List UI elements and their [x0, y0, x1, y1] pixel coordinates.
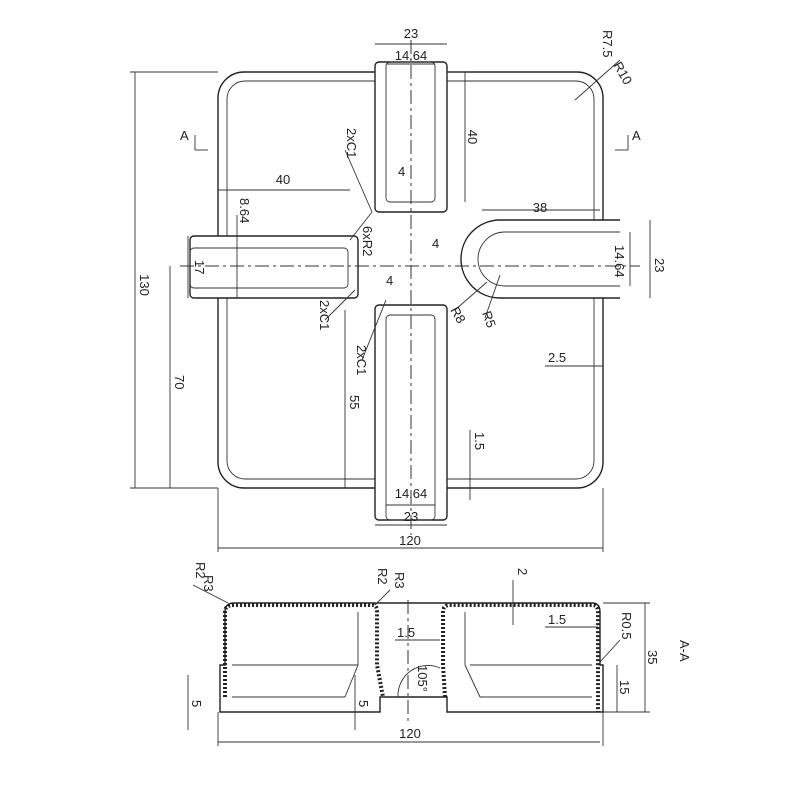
dim-right-slot: 14.64	[612, 245, 627, 278]
label-chamfer-bottom: 2xC1	[354, 345, 369, 375]
dim-left-40: 40	[276, 172, 290, 187]
label-r10: R10	[610, 59, 635, 87]
dim-8-64: 8.64	[237, 198, 252, 223]
section-mark-left: A	[180, 128, 189, 143]
dim-top-slot-length: 40	[465, 130, 480, 144]
dim-55: 55	[347, 395, 362, 409]
dim-right-38: 38	[533, 200, 547, 215]
dim-width-120: 120	[399, 533, 421, 548]
dim-step-15: 15	[617, 680, 632, 694]
label-r3-mid: R3	[392, 572, 407, 589]
dim-70: 70	[172, 375, 187, 389]
left-slot	[189, 235, 359, 299]
section-outline	[219, 602, 604, 713]
dim-bottom-width: 23	[404, 509, 418, 524]
dim-gap-bottom: 4	[386, 273, 393, 288]
section-view: R2 R3 R2 R3 2 1.5 1.5 R0.5 35 15 105° 5 …	[187, 562, 692, 746]
dim-angle-105: 105°	[415, 665, 430, 692]
dim-17: 17	[192, 260, 207, 274]
dim-height-35: 35	[645, 650, 660, 664]
section-wall-left	[223, 603, 385, 698]
dim-wall-1-5: 1.5	[472, 432, 487, 450]
label-chamfer-left: 2xC1	[317, 300, 332, 330]
dim-gap-right: 4	[432, 236, 439, 251]
dim-bottom-slot: 14.64	[395, 486, 428, 501]
section-wall-right	[441, 603, 600, 712]
dim-gap-top: 4	[398, 164, 405, 179]
section-inner-lines	[187, 580, 650, 746]
dim-top-width: 23	[404, 26, 418, 41]
dim-foot-left: 5	[189, 700, 204, 707]
dim-wall-mid: 1.5	[397, 625, 415, 640]
section-title: A-A	[677, 640, 692, 662]
dim-top-slot: 14.64	[395, 48, 428, 63]
label-r8: R8	[447, 304, 468, 326]
label-r3-left: R3	[201, 575, 216, 592]
right-slot	[460, 219, 620, 299]
label-6xr2: 6xR2	[360, 226, 375, 256]
label-r2-left: R2	[193, 562, 208, 579]
label-chamfer-top: 2xC1	[344, 128, 359, 158]
label-r0-5: R0.5	[619, 612, 634, 639]
section-mark-right: A	[632, 128, 641, 143]
dim-wall-2-5: 2.5	[548, 350, 566, 365]
dim-right-23: 23	[652, 258, 667, 272]
dim-foot-mid: 5	[356, 700, 371, 707]
label-r2-mid: R2	[375, 568, 390, 585]
top-view: 23 14.64 40 2xC1 R7.5 R10 A A 130 40 8.6…	[130, 26, 667, 552]
dimension-lines	[130, 43, 651, 552]
dim-height-130: 130	[137, 274, 152, 296]
dim-wall-right: 1.5	[548, 612, 566, 627]
left-slot-inner	[189, 247, 349, 289]
dim-section-width: 120	[399, 726, 421, 741]
label-r5: R5	[479, 309, 499, 330]
dim-top-thickness: 2	[515, 568, 530, 575]
label-r7-5: R7.5	[600, 30, 615, 57]
